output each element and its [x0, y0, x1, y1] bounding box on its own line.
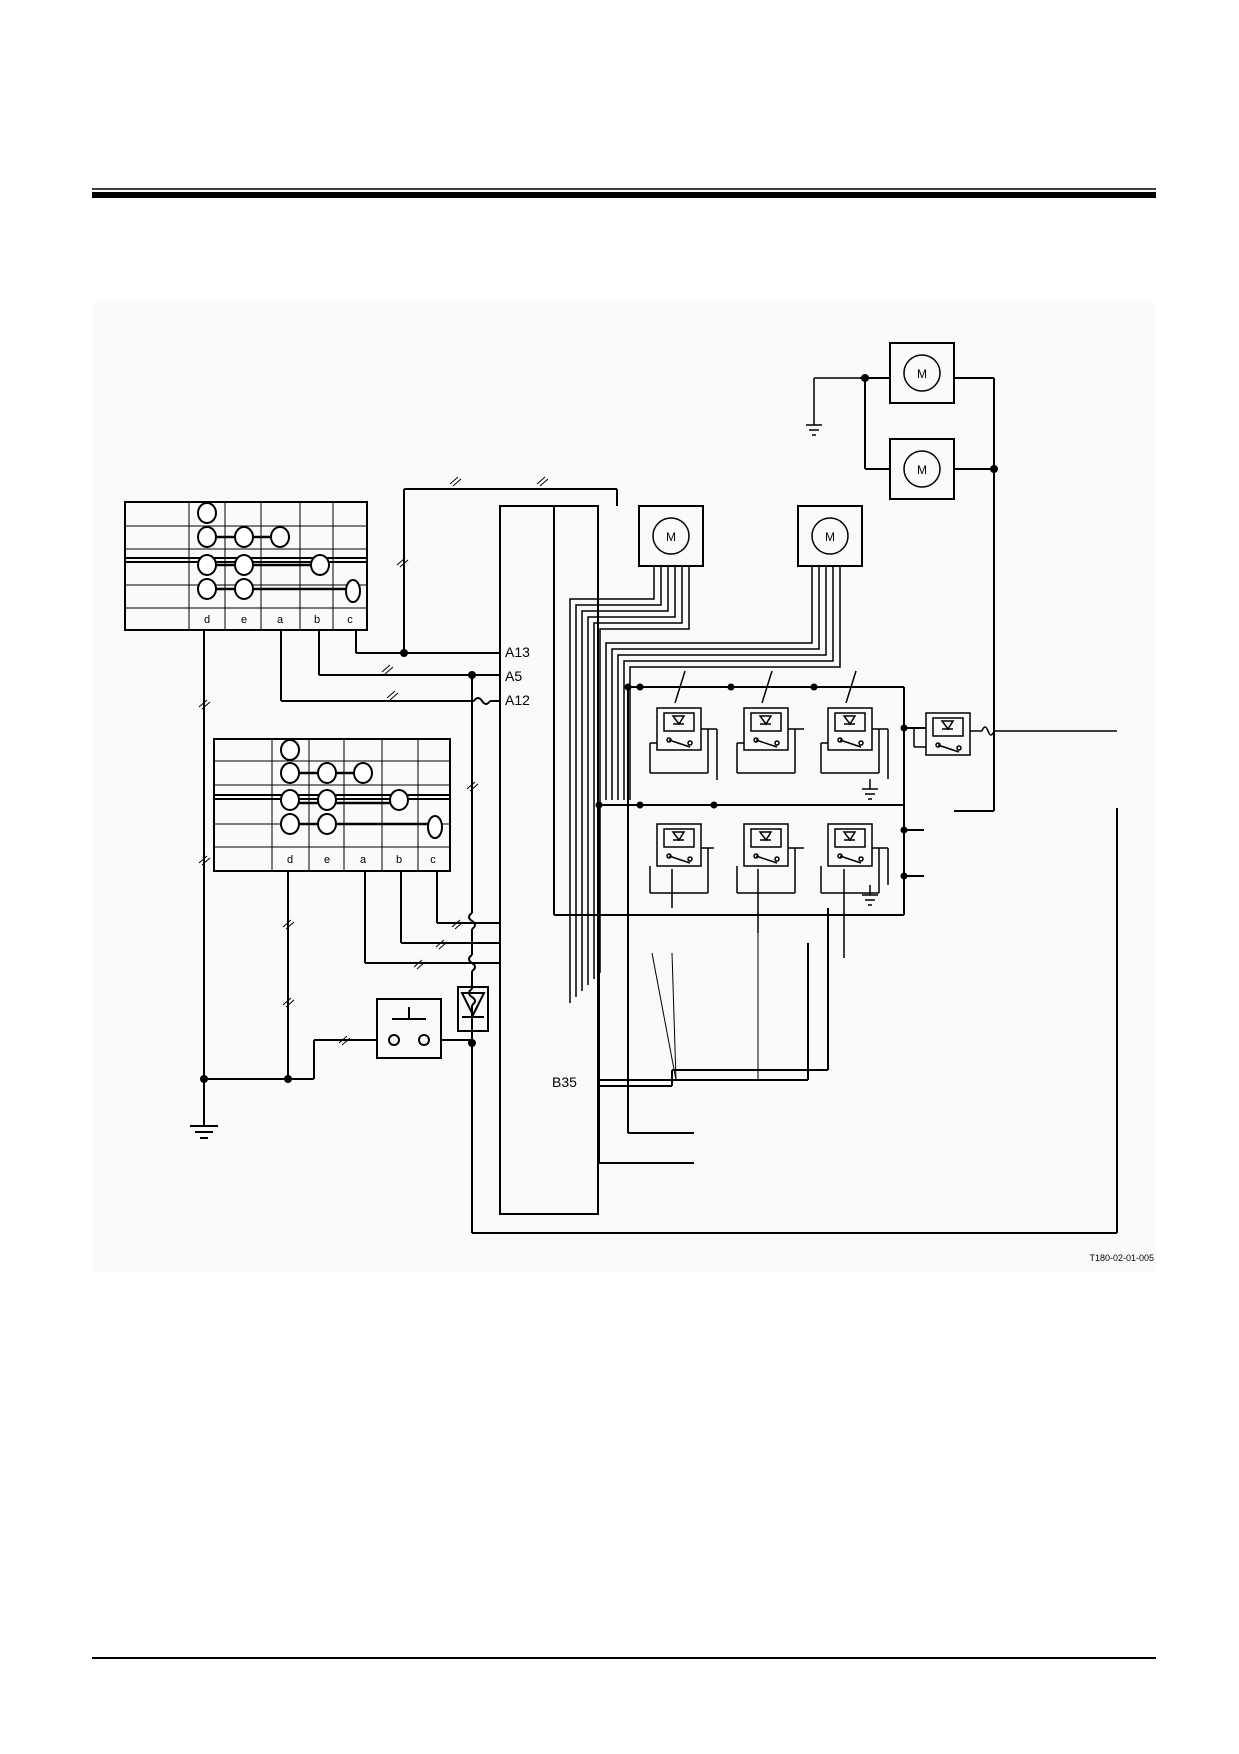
pin-label-a12: A12: [505, 692, 530, 708]
wiring-diagram: d e a b c: [92, 303, 1156, 1272]
motor-4: M: [889, 438, 955, 500]
upper-col-label: b: [314, 614, 320, 626]
pin-label-b35: B35: [552, 1074, 577, 1090]
upper-col-label: d: [204, 614, 210, 626]
lower-col-label: b: [396, 854, 402, 866]
relay: [736, 823, 804, 933]
motor-label: M: [825, 530, 835, 544]
relay: [649, 823, 714, 908]
lower-col-label: a: [360, 854, 367, 866]
lower-switch-table: d e a b c: [213, 738, 451, 872]
relay: [913, 712, 1117, 756]
lower-col-label: d: [287, 854, 293, 866]
ground-symbol: [862, 779, 878, 800]
relay: [820, 823, 889, 958]
controller-block: A13 A5 A12 B35: [499, 505, 599, 1215]
motor-label: M: [917, 367, 927, 381]
left-wiring: [203, 488, 1118, 1234]
junction-dots-right: [861, 374, 998, 473]
figure-code: T180-02-01-005: [1089, 1253, 1154, 1263]
motor-label: M: [666, 530, 676, 544]
motor-2-harness: [605, 566, 841, 800]
ground-symbol: [190, 1125, 218, 1139]
diode: [457, 986, 489, 1032]
header-rule: [92, 185, 1156, 198]
upper-switch-table: d e a b c: [124, 501, 368, 631]
upper-col-label: e: [241, 614, 247, 626]
motor-2: M: [797, 505, 863, 567]
relay: [736, 670, 804, 774]
ground-symbol: [862, 885, 878, 906]
motor-1-harness: [569, 566, 690, 1003]
motor-3: M: [889, 342, 955, 404]
relay-matrix: [553, 506, 1117, 1164]
motor-label: M: [917, 463, 927, 477]
pin-label-a5: A5: [505, 668, 522, 684]
junction-dots-left: [200, 649, 476, 1083]
wire-slash-marks: [198, 476, 549, 1046]
relay: [649, 670, 718, 780]
pin-label-a13: A13: [505, 644, 530, 660]
relay: [820, 670, 889, 779]
upper-col-label: c: [347, 614, 353, 626]
lower-col-label: e: [324, 854, 330, 866]
right-motor-wiring: [860, 377, 995, 812]
push-button-switch: [376, 998, 472, 1059]
motor-1: M: [638, 505, 704, 567]
upper-col-label: a: [277, 614, 284, 626]
lower-col-label: c: [430, 854, 436, 866]
footer-rule: [92, 1657, 1156, 1659]
ground-symbol: [806, 377, 860, 436]
